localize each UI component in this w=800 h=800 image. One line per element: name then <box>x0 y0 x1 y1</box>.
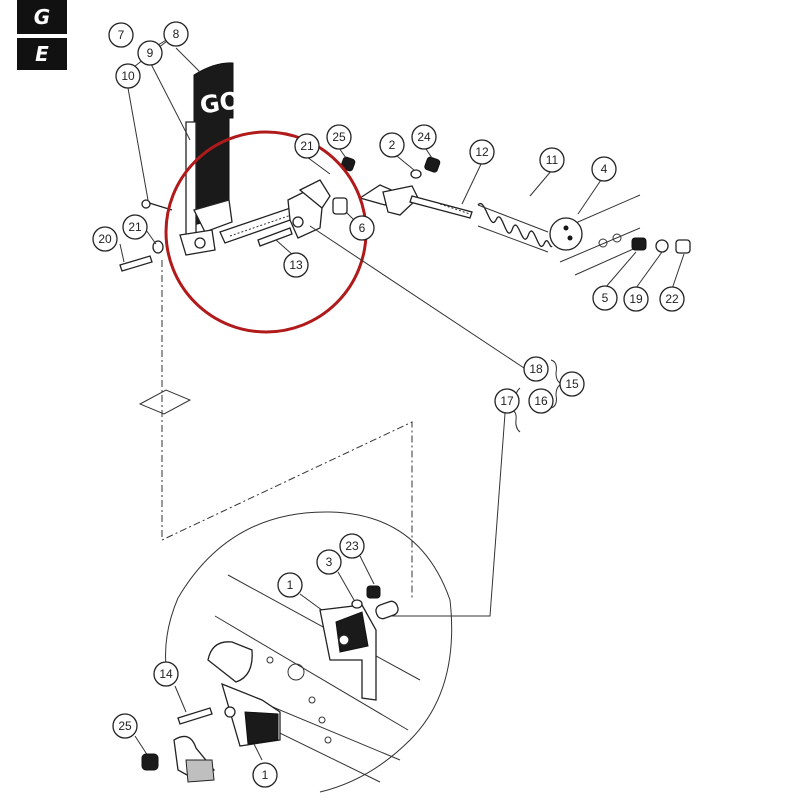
svg-text:24: 24 <box>417 130 431 144</box>
section-tag-e: E <box>17 38 67 70</box>
frame-rail-upper <box>554 194 641 276</box>
hardware-items <box>119 156 691 272</box>
return-spring <box>477 202 583 253</box>
svg-text:20: 20 <box>98 232 112 246</box>
svg-text:6: 6 <box>359 221 366 235</box>
callout-14: 14 <box>153 661 179 687</box>
svg-text:13: 13 <box>289 258 303 272</box>
linkage-rod <box>358 184 473 219</box>
callout-3: 3 <box>316 549 342 575</box>
callout-24: 24 <box>411 124 437 150</box>
callout-20: 20 <box>92 226 118 252</box>
callout-19: 19 <box>623 286 649 312</box>
callout-11: 11 <box>539 147 565 173</box>
section-tag-g: G <box>17 0 67 34</box>
svg-text:23: 23 <box>345 539 359 553</box>
svg-text:5: 5 <box>602 291 609 305</box>
pedal-assembly: GO <box>179 62 242 256</box>
svg-text:1: 1 <box>262 768 269 782</box>
guide-lines <box>138 260 413 600</box>
callout-4: 4 <box>591 156 617 182</box>
callout-12: 12 <box>469 139 495 165</box>
detail-inset <box>141 511 453 793</box>
svg-text:15: 15 <box>565 377 579 391</box>
svg-text:7: 7 <box>118 28 125 42</box>
callout-6: 6 <box>349 215 375 241</box>
callout-25-upper: 25 <box>326 124 352 150</box>
svg-text:21: 21 <box>128 220 142 234</box>
callout-2: 2 <box>379 132 405 158</box>
callout-8: 8 <box>163 21 189 47</box>
svg-text:18: 18 <box>529 362 543 376</box>
svg-text:21: 21 <box>300 139 314 153</box>
svg-text:2: 2 <box>389 138 396 152</box>
callout-21-left: 21 <box>122 214 148 240</box>
callout-16: 16 <box>528 388 554 414</box>
callout-1-lower: 1 <box>252 762 278 788</box>
svg-text:22: 22 <box>665 292 679 306</box>
svg-text:8: 8 <box>173 27 180 41</box>
svg-text:16: 16 <box>534 394 548 408</box>
callout-22: 22 <box>659 286 685 312</box>
callout-13: 13 <box>283 252 309 278</box>
callout-9: 9 <box>137 40 163 66</box>
svg-text:25: 25 <box>332 130 346 144</box>
callout-21-upper: 21 <box>294 133 320 159</box>
go-decal-text: GO <box>198 86 242 119</box>
callout-7: 7 <box>108 22 134 48</box>
callout-23: 23 <box>339 533 365 559</box>
pedal-bracket <box>287 179 348 239</box>
svg-text:12: 12 <box>475 145 489 159</box>
callout-15: 15 <box>559 371 585 397</box>
svg-text:25: 25 <box>118 719 132 733</box>
callout-25-lower: 25 <box>112 713 138 739</box>
svg-text:10: 10 <box>121 69 135 83</box>
svg-text:19: 19 <box>629 292 643 306</box>
svg-text:4: 4 <box>601 162 608 176</box>
callout-1-upper: 1 <box>277 572 303 598</box>
callout-10: 10 <box>115 63 141 89</box>
svg-text:11: 11 <box>546 153 559 167</box>
svg-text:9: 9 <box>147 46 154 60</box>
callout-17: 17 <box>494 388 520 414</box>
svg-text:1: 1 <box>287 578 294 592</box>
svg-text:17: 17 <box>500 394 514 408</box>
callout-5: 5 <box>592 285 618 311</box>
svg-text:3: 3 <box>326 555 333 569</box>
svg-text:14: 14 <box>159 667 173 681</box>
callout-18: 18 <box>523 356 549 382</box>
